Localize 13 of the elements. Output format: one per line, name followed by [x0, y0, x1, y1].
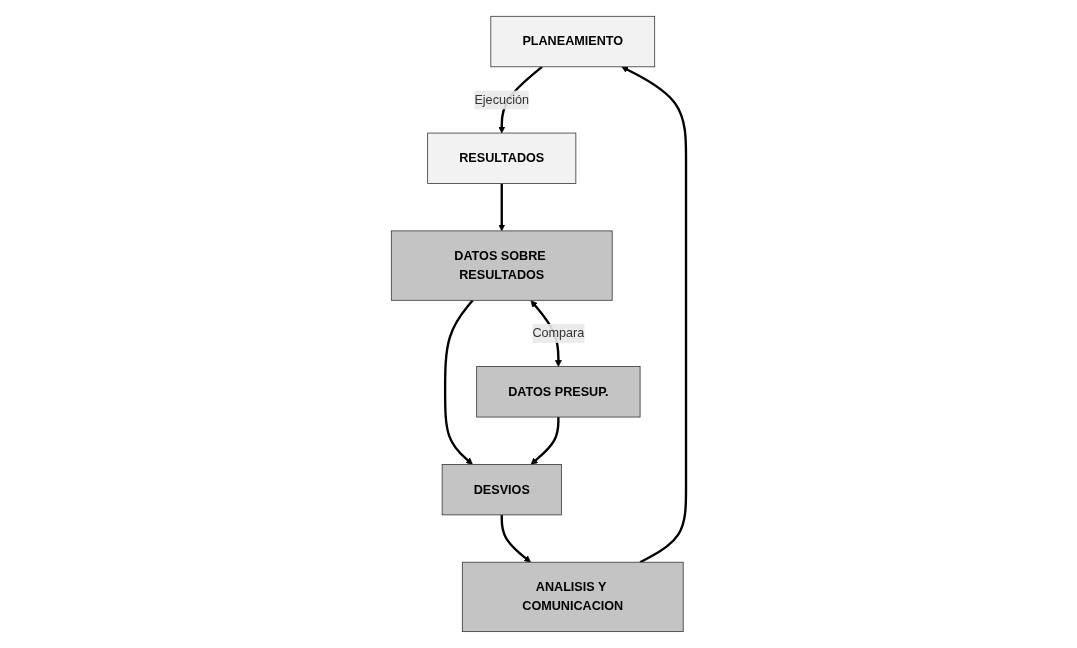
edge-label: Compara: [532, 326, 585, 340]
arrow: [530, 417, 560, 465]
node-box: DATOS SOBRE RESULTADOS: [390, 230, 613, 301]
arrow: [498, 183, 506, 232]
node-box: PLANEAMIENTO: [490, 15, 655, 68]
node-box: DESVIOS: [441, 464, 562, 516]
edge-label: Ejecución: [474, 92, 529, 107]
arrow: [621, 66, 688, 564]
node-box: DATOS PRESUP.: [476, 366, 641, 418]
node-box: ANALISIS Y COMUNICACION: [461, 561, 684, 633]
arrow: [443, 299, 474, 465]
node-box: RESULTADOS: [427, 132, 577, 184]
arrow: [500, 514, 531, 563]
